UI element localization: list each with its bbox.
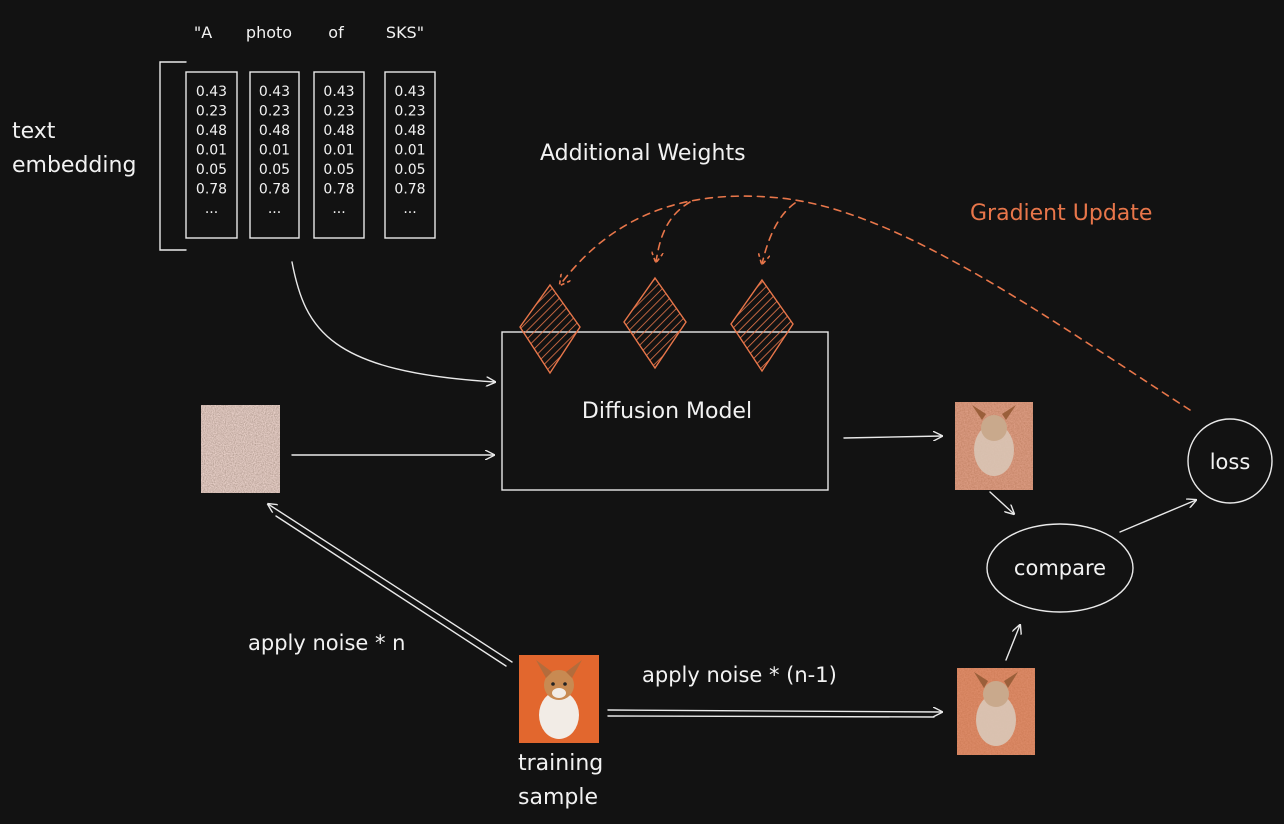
apply-noise-n1-arrow <box>607 710 942 712</box>
embedding-value: ... <box>403 201 416 217</box>
noisy-input-texture <box>201 405 280 493</box>
embedding-value: 0.43 <box>259 84 290 100</box>
token-label: photo <box>246 23 292 42</box>
additional-weights-label: Additional Weights <box>540 141 746 166</box>
token-label: SKS" <box>386 23 424 42</box>
loss-node <box>1187 418 1273 504</box>
token-label: of <box>328 23 344 42</box>
compare-label: compare <box>1014 556 1106 580</box>
gradient-update-label: Gradient Update <box>970 201 1152 226</box>
model-to-output-arrow <box>843 436 942 438</box>
weight-diamond <box>730 278 794 373</box>
apply-noise-n-arrow <box>268 504 513 663</box>
embedding-value: ... <box>268 201 281 217</box>
embedding-to-model-arrow <box>291 261 495 382</box>
embedding-column <box>249 71 300 239</box>
loss-label: loss <box>1210 450 1251 474</box>
embedding-value: 0.48 <box>259 123 290 139</box>
model-output-image <box>955 402 1033 490</box>
target-noisy-image <box>957 668 1035 755</box>
embedding-value: ... <box>332 201 345 217</box>
gradient-arrow <box>560 195 1191 411</box>
token-label: "A <box>194 23 212 42</box>
token-labels: "A photo of SKS" <box>194 23 424 42</box>
gradient-arrow <box>762 202 796 264</box>
embedding-value: 0.48 <box>323 123 354 139</box>
target-to-compare-arrow <box>1005 625 1020 661</box>
embedding-value: 0.23 <box>323 104 354 120</box>
embedding-value: 0.23 <box>394 104 425 120</box>
weight-diamond <box>519 283 581 375</box>
embedding-value: 0.43 <box>323 84 354 100</box>
embedding-value: 0.05 <box>259 162 290 178</box>
embedding-value: 0.01 <box>323 143 354 159</box>
embedding-value: 0.05 <box>394 162 425 178</box>
text-embedding-label: embedding <box>12 153 136 178</box>
apply-noise-n1-label: apply noise * (n-1) <box>642 663 837 687</box>
additional-weights <box>519 276 794 375</box>
embedding-value: 0.48 <box>196 123 227 139</box>
apply-noise-n-label: apply noise * n <box>248 631 405 655</box>
embedding-column <box>313 71 365 239</box>
training-sample-label: sample <box>518 785 598 810</box>
output-to-compare-arrow <box>989 491 1014 514</box>
embedding-matrix: 0.43 0.23 0.48 0.01 0.05 0.78... 0.43 0.23 0.48 0… <box>185 71 436 239</box>
embedding-value: 0.78 <box>196 182 227 198</box>
compare-node <box>986 523 1134 613</box>
compare-to-loss-arrow <box>1119 500 1196 533</box>
embedding-value: 0.01 <box>259 143 290 159</box>
embedding-value: 0.43 <box>394 84 425 100</box>
training-sample-label: training <box>518 751 603 776</box>
embedding-value: 0.01 <box>394 143 425 159</box>
diffusion-model-label: Diffusion Model <box>582 399 752 424</box>
embedding-value: 0.23 <box>259 104 290 120</box>
embedding-value: 0.05 <box>323 162 354 178</box>
embedding-value: 0.05 <box>196 162 227 178</box>
gradient-update-arrows <box>560 195 1191 411</box>
weight-diamond <box>623 276 687 370</box>
embedding-value: 0.78 <box>394 182 425 198</box>
embedding-bracket <box>159 61 187 251</box>
training-sample-image <box>519 655 599 743</box>
text-embedding-label: text <box>12 119 56 144</box>
embedding-value: 0.78 <box>259 182 290 198</box>
embedding-value: 0.78 <box>323 182 354 198</box>
gradient-arrow <box>656 201 691 262</box>
embedding-column <box>185 71 238 239</box>
embedding-value: 0.48 <box>394 123 425 139</box>
apply-noise-n-arrow-double <box>275 515 507 667</box>
embedding-value: ... <box>205 201 218 217</box>
embedding-value: 0.01 <box>196 143 227 159</box>
apply-noise-n1-arrow-double <box>607 715 935 718</box>
embedding-column <box>384 71 436 239</box>
embedding-value: 0.23 <box>196 104 227 120</box>
embedding-value: 0.43 <box>196 84 227 100</box>
